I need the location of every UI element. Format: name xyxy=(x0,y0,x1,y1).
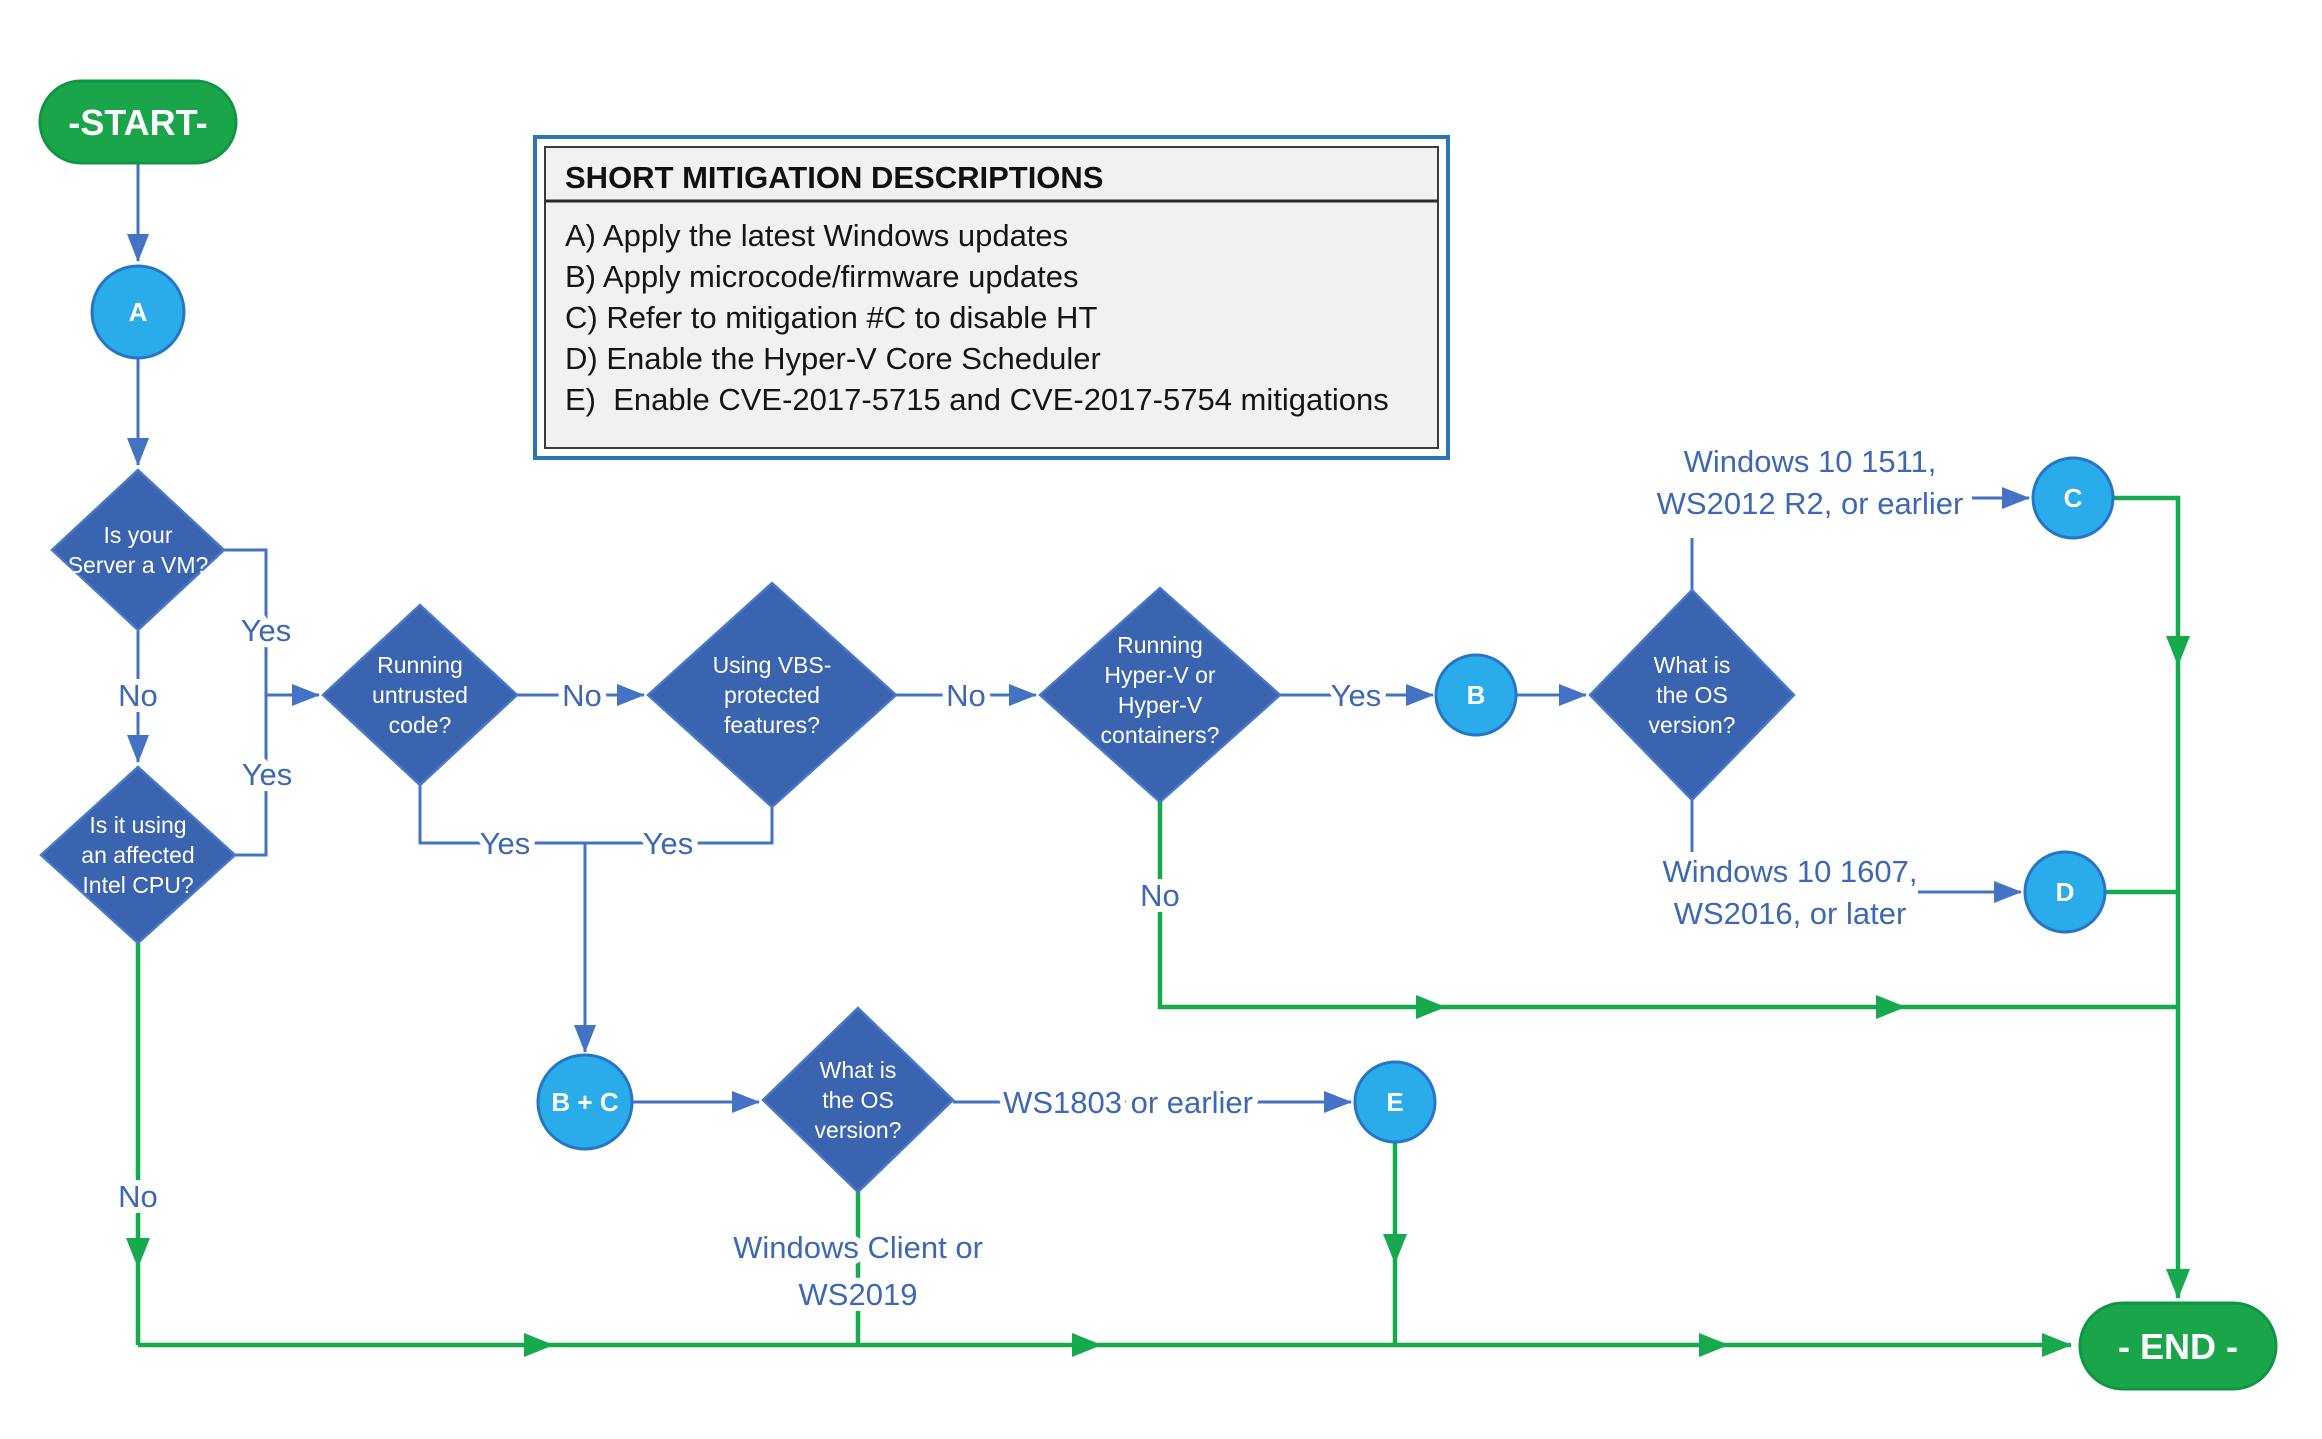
decision-os-top-line1: What is xyxy=(1654,652,1731,678)
legend-item-d: D) Enable the Hyper-V Core Scheduler xyxy=(565,341,1101,376)
edge-label-os-old-1: Windows 10 1511, xyxy=(1684,444,1937,479)
mitigation-c-label: C xyxy=(2064,483,2083,513)
arrowhead-hyperv-no-2 xyxy=(1876,995,1906,1019)
decision-is-vm-line2: Server a VM? xyxy=(68,552,209,578)
edge-label-vm-yes: Yes xyxy=(241,613,292,648)
mitigation-e-label: E xyxy=(1386,1087,1403,1117)
decision-os-version-top xyxy=(1588,588,1796,802)
decision-vbs-line2: protected xyxy=(724,682,820,708)
connector-vbs-yes xyxy=(585,807,774,845)
decision-os-version-bottom xyxy=(761,1006,955,1194)
edge-label-untrusted-yes: Yes xyxy=(480,826,531,861)
start-node xyxy=(38,79,238,165)
legend-item-a: A) Apply the latest Windows updates xyxy=(565,218,1068,253)
decision-hyperv-line1: Running xyxy=(1117,632,1203,658)
decision-hyperv-line4: containers? xyxy=(1101,722,1220,748)
connector-vm-yes xyxy=(224,548,268,695)
decision-is-vm-line1: Is your xyxy=(103,522,172,548)
legend-item-b: B) Apply microcode/firmware updates xyxy=(565,259,1078,294)
mitigation-a-node xyxy=(90,264,186,360)
mitigation-c-node xyxy=(2031,456,2115,540)
decision-is-vm xyxy=(50,468,226,632)
legend-inner-box xyxy=(544,146,1439,449)
arrowhead-cpu-no xyxy=(126,1238,150,1268)
decision-vbs-features xyxy=(646,581,898,809)
decision-vbs-line1: Using VBS- xyxy=(713,652,832,678)
end-label: - END - xyxy=(2118,1326,2238,1367)
decision-os-bottom-line2: the OS xyxy=(822,1087,894,1113)
mitigation-b-label: B xyxy=(1467,680,1486,710)
mitigation-bc-label: B + C xyxy=(551,1087,618,1117)
arrowhead-e-bottom xyxy=(1383,1234,1407,1264)
edge-label-vbs-no: No xyxy=(946,678,986,713)
edge-label-os-new-1: Windows 10 1607, xyxy=(1662,854,1917,889)
mitigation-bc-node xyxy=(536,1053,634,1151)
edge-label-client-2: WS2019 xyxy=(799,1277,918,1312)
edge-label-os-new-2: WS2016, or later xyxy=(1674,896,1907,931)
decision-os-bottom-line1: What is xyxy=(820,1057,897,1083)
end-node xyxy=(2078,1301,2278,1391)
arrowhead-bottom-1 xyxy=(524,1333,554,1357)
mitigation-e-node xyxy=(1353,1060,1437,1144)
decision-untrusted-line2: untrusted xyxy=(372,682,468,708)
edge-label-os-old-2: WS2012 R2, or earlier xyxy=(1657,486,1964,521)
decision-intel-cpu-line2: an affected xyxy=(81,842,194,868)
decision-intel-cpu-line3: Intel CPU? xyxy=(82,872,193,898)
edge-label-hyperv-yes: Yes xyxy=(1331,678,1382,713)
decision-hyperv xyxy=(1038,586,1282,804)
mitigation-b-node xyxy=(1434,653,1518,737)
connector-hyperv-no xyxy=(1157,802,2176,1010)
connector-untrusted-yes xyxy=(418,785,585,845)
mitigation-a-label: A xyxy=(129,297,148,327)
decision-os-top-line2: the OS xyxy=(1656,682,1728,708)
edge-label-client-1: Windows Client or xyxy=(733,1230,983,1265)
connector-c-to-end xyxy=(2113,495,2190,1299)
decision-hyperv-line3: Hyper-V xyxy=(1118,692,1203,718)
decision-intel-cpu-line1: Is it using xyxy=(89,812,186,838)
arrowhead-bottom-2 xyxy=(1072,1333,1102,1357)
edge-label-vbs-yes: Yes xyxy=(643,826,694,861)
edge-label-cpu-yes: Yes xyxy=(242,757,293,792)
arrowhead-c-end-mid xyxy=(2166,636,2190,666)
mitigation-d-node xyxy=(2023,850,2107,934)
arrowhead-hyperv-no-1 xyxy=(1416,995,1446,1019)
decision-untrusted-line1: Running xyxy=(377,652,463,678)
start-label: -START- xyxy=(68,102,207,143)
edge-label-hyperv-no: No xyxy=(1140,878,1180,913)
decision-os-top-line3: version? xyxy=(1649,712,1736,738)
edge-label-untrusted-no: No xyxy=(562,678,602,713)
legend-item-c: C) Refer to mitigation #C to disable HT xyxy=(565,300,1097,335)
decision-vbs-line3: features? xyxy=(724,712,820,738)
connector-cpu-yes xyxy=(235,695,268,857)
legend-title: SHORT MITIGATION DESCRIPTIONS xyxy=(565,160,1104,195)
arrowhead-bottom-3 xyxy=(1699,1333,1729,1357)
edge-label-cpu-no: No xyxy=(118,1179,158,1214)
decision-intel-cpu xyxy=(39,765,237,945)
decision-untrusted-code xyxy=(321,603,519,787)
mitigation-d-label: D xyxy=(2056,877,2075,907)
decision-untrusted-line3: code? xyxy=(389,712,452,738)
edge-label-ws1803: WS1803 or earlier xyxy=(1003,1085,1253,1120)
edge-label-vm-no: No xyxy=(118,678,158,713)
decision-os-bottom-line3: version? xyxy=(815,1117,902,1143)
decision-hyperv-line2: Hyper-V or xyxy=(1104,662,1216,688)
legend-item-e: E) Enable CVE-2017-5715 and CVE-2017-575… xyxy=(565,382,1389,417)
